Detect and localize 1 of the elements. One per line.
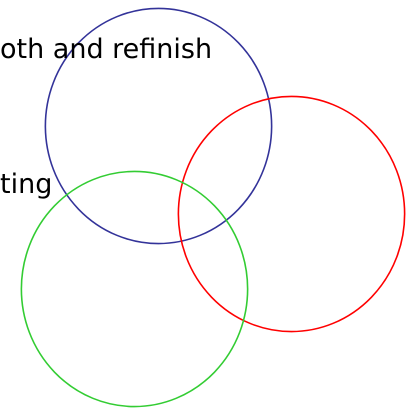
text-label: ting [0, 168, 52, 202]
